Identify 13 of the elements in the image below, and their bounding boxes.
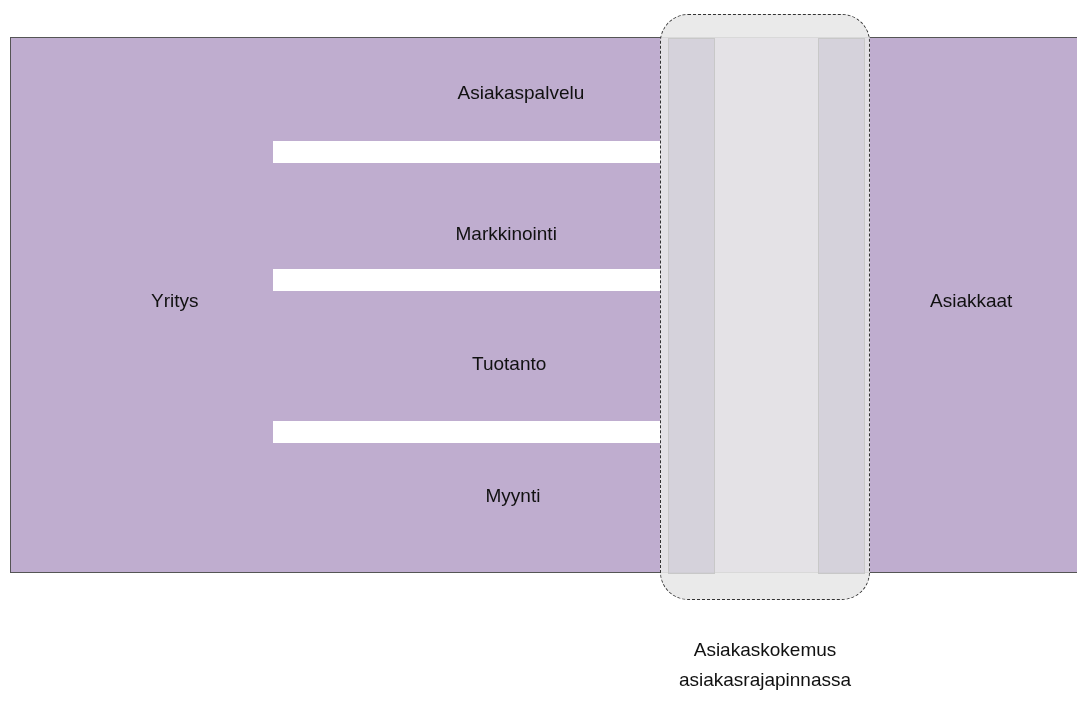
- department-label: Asiakaspalvelu: [457, 82, 585, 104]
- department-label: Tuotanto: [472, 353, 547, 375]
- divider-bar: [273, 141, 661, 163]
- department-label: Myynti: [485, 485, 541, 507]
- side-label: Yritys: [151, 290, 199, 312]
- zone-caption: Asiakaskokemus asiakasrajapinnassa: [677, 638, 853, 692]
- side-label: Asiakkaat: [930, 290, 1013, 312]
- department-label: Markkinointi: [455, 223, 557, 245]
- divider-bar: [273, 421, 661, 443]
- interface-bar: [668, 38, 715, 574]
- divider-bar: [273, 269, 661, 291]
- interface-zone: [660, 14, 870, 600]
- interface-bar: [818, 38, 865, 574]
